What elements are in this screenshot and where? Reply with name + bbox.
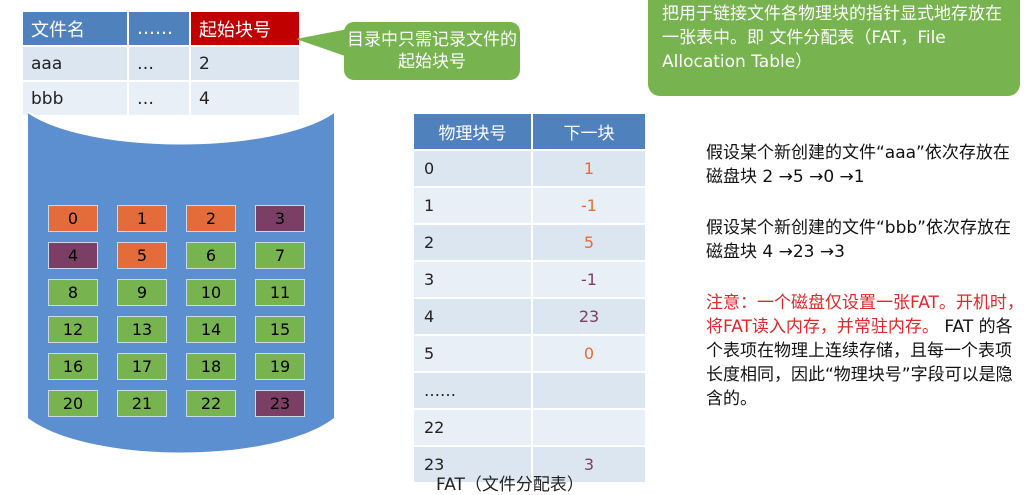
fat-cell-block: …… (414, 372, 533, 410)
disk-block: 9 (117, 279, 167, 306)
fat-caption: FAT（文件分配表） (436, 475, 584, 495)
directory-header-row: 文件名 …… 起始块号 (23, 12, 301, 47)
note-fat-detail: FAT 的各个表项在物理上连续存储，且每一个表项长度相同，因此“物理块号”字段可… (706, 317, 1013, 409)
disk-block: 2 (186, 205, 236, 232)
fat-header-block: 物理块号 (414, 114, 533, 151)
disk-block: 21 (117, 390, 167, 417)
fat-cell-next: 23 (532, 298, 647, 336)
fat-cell-next (532, 409, 647, 447)
directory-row: aaa … 2 (23, 46, 301, 82)
fat-cell-block: 4 (414, 298, 533, 336)
disk-block: 20 (48, 390, 98, 417)
directory-cell: 2 (190, 46, 301, 82)
disk-block: 3 (255, 205, 305, 232)
disk-block: 8 (48, 279, 98, 306)
disk-block: 19 (255, 353, 305, 380)
fat-cell-next: 1 (532, 150, 647, 188)
directory-cell: 4 (190, 81, 301, 117)
fat-cell-block: 22 (414, 409, 533, 447)
disk-block: 4 (48, 242, 98, 269)
disk-block: 16 (48, 353, 98, 380)
disk-block: 11 (255, 279, 305, 306)
fat-cell-block: 1 (414, 187, 533, 225)
directory-cell: aaa (23, 46, 129, 82)
disk-block: 17 (117, 353, 167, 380)
disk-block: 15 (255, 316, 305, 343)
disk-block: 1 (117, 205, 167, 232)
fat-header-next: 下一块 (532, 114, 647, 151)
disk-block: 13 (117, 316, 167, 343)
directory-header-filename: 文件名 (23, 12, 129, 47)
callout-pointer (296, 29, 348, 57)
fat-row: 22 (414, 409, 647, 447)
note-fat-warning: 注意：一个磁盘仅设置一张FAT。开机时，将FAT读入内存，并常驻内存。 (706, 293, 1024, 337)
fat-cell-next: 0 (532, 335, 647, 373)
fat-cell-block: 0 (414, 150, 533, 188)
note-bbb: 假设某个新创建的文件“bbb”依次存放在磁盘块 4 →23 →3 (706, 218, 1011, 262)
fat-definition-box: 把用于链接文件各物理块的指针显式地存放在一张表中。即 文件分配表（FAT，Fil… (648, 0, 1020, 96)
fat-cell-block: 2 (414, 224, 533, 262)
fat-row: …… (414, 372, 647, 410)
directory-header-startblock: 起始块号 (190, 12, 301, 47)
disk-block: 10 (186, 279, 236, 306)
note-aaa: 假设某个新创建的文件“aaa”依次存放在磁盘块 2 →5 →0 →1 (706, 143, 1010, 187)
fat-cell-next (532, 372, 647, 410)
fat-header-row: 物理块号 下一块 (414, 114, 647, 151)
fat-cell-next: -1 (532, 261, 647, 299)
disk-block: 14 (186, 316, 236, 343)
disk-block: 7 (255, 242, 305, 269)
fat-cell-block: 3 (414, 261, 533, 299)
note-fat: 注意：一个磁盘仅设置一张FAT。开机时，将FAT读入内存，并常驻内存。 FAT … (706, 291, 1024, 411)
directory-cell: … (128, 81, 191, 117)
disk-block: 0 (48, 205, 98, 232)
directory-table: 文件名 …… 起始块号 aaa … 2 bbb … 4 (23, 12, 301, 117)
disk-block: 22 (186, 390, 236, 417)
fat-cell-next: 5 (532, 224, 647, 262)
fat-row: 1-1 (414, 187, 647, 225)
directory-header-ellipsis: …… (128, 12, 191, 47)
directory-cell: bbb (23, 81, 129, 117)
directory-cell: … (128, 46, 191, 82)
disk-block: 6 (186, 242, 236, 269)
fat-cell-block: 5 (414, 335, 533, 373)
fat-cell-block: 23 (414, 446, 533, 484)
disk-block: 12 (48, 316, 98, 343)
disk-block: 23 (255, 390, 305, 417)
fat-row: 3-1 (414, 261, 647, 299)
fat-cell-next: 3 (532, 446, 647, 484)
directory-row: bbb … 4 (23, 81, 301, 117)
callout-start-block: 目录中只需记录文件的起始块号 (344, 22, 520, 80)
disk-block: 18 (186, 353, 236, 380)
disk-block: 5 (117, 242, 167, 269)
fat-cell-next: -1 (532, 187, 647, 225)
